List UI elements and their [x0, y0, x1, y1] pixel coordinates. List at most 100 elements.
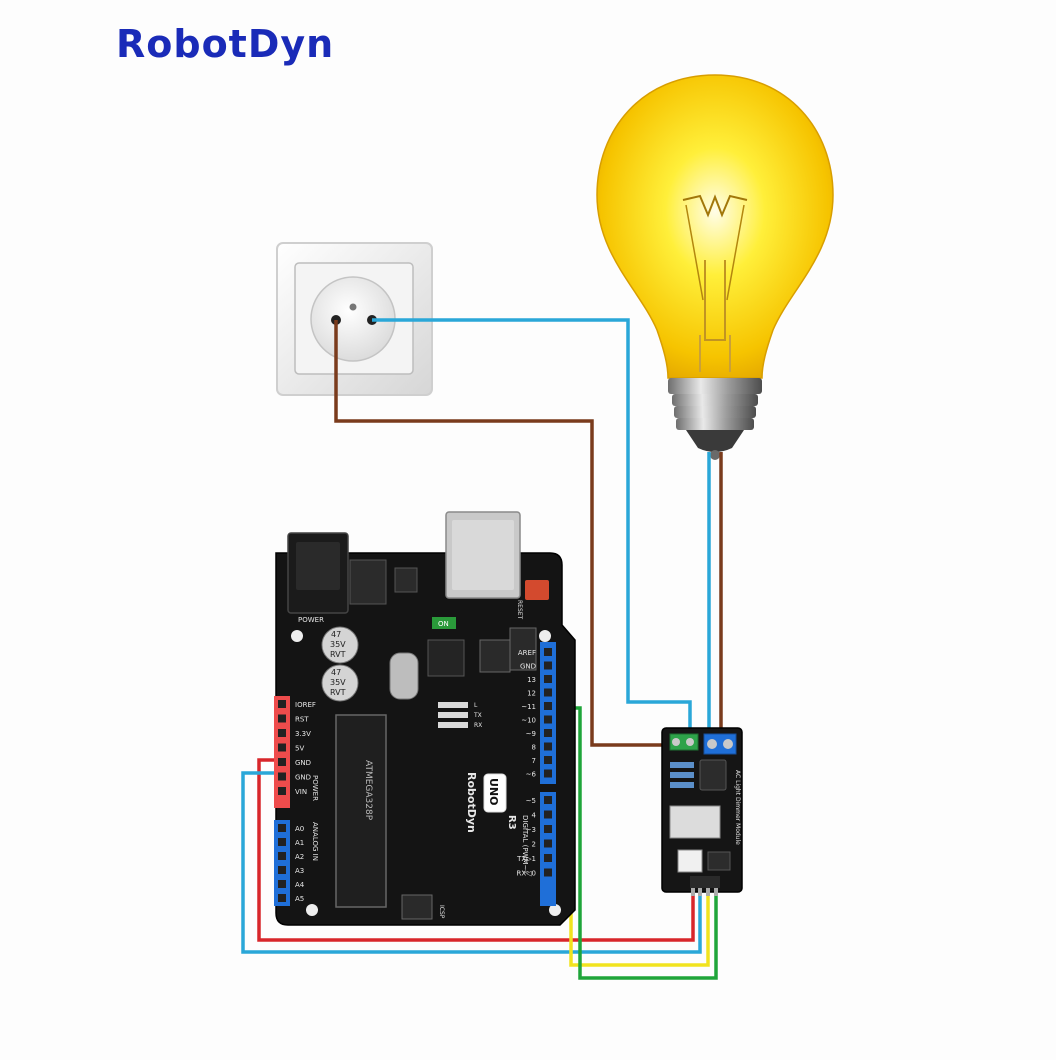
wire-neutral	[372, 318, 711, 745]
digital-pin	[544, 715, 552, 724]
digital-pin-label: 4	[532, 812, 537, 820]
digital-pin	[544, 796, 552, 804]
digital-pin-label: ~11	[521, 703, 536, 711]
power-pin	[278, 700, 286, 708]
wire-neutral-path	[372, 318, 692, 745]
icsp-header	[401, 894, 433, 920]
analog-pin-label: A2	[295, 853, 304, 861]
analog-pin	[278, 838, 286, 846]
analog-pin	[278, 866, 286, 874]
digital-pin-label: ~3	[526, 826, 536, 834]
digital-pin-label: 2	[532, 841, 536, 849]
digital-pin-label: TX▷1	[516, 855, 536, 863]
wire-gnd	[241, 771, 702, 954]
digital-pin-label: ~5	[526, 797, 536, 805]
analog-pin-label: A0	[295, 825, 304, 833]
wire-live-path	[334, 320, 680, 747]
analog-pin-label: A3	[295, 867, 304, 875]
power-pin	[278, 787, 286, 795]
uno-logo-group: UNO R3 RobotDyn	[465, 772, 517, 833]
digital-pin	[544, 688, 552, 697]
digital-pin-label: 12	[527, 690, 536, 698]
analog-pin	[278, 880, 286, 888]
digital-pin	[544, 854, 552, 862]
svg-text:ATMEGA328P: ATMEGA328P	[363, 760, 373, 821]
svg-text:ICSP: ICSP	[438, 905, 445, 919]
digital-pin-label: 7	[532, 757, 536, 765]
analog-pin	[278, 824, 286, 832]
capacitor-top: 47 35V RVT	[321, 626, 359, 664]
l-tx-rx-leds: L TX RX	[438, 702, 482, 729]
uno-board: POWER RESET 47 35V RVT 47 35V RVT ON	[274, 511, 576, 926]
analog-pin	[278, 852, 286, 860]
mount-holes	[291, 630, 561, 916]
digital-pin	[544, 868, 552, 877]
power-pin	[278, 758, 286, 766]
robotdyn-logo: RobotDyn	[116, 22, 335, 66]
power-header	[274, 696, 290, 906]
svg-text:R3: R3	[506, 815, 517, 830]
svg-text:47: 47	[331, 630, 341, 639]
power-label: POWER	[298, 616, 324, 624]
digital-pin	[544, 825, 552, 833]
reset-label: RESET	[516, 600, 523, 620]
power-pin-label: GND	[295, 759, 311, 767]
svg-text:47: 47	[331, 668, 341, 677]
digital-pin	[544, 729, 552, 737]
on-led	[432, 617, 456, 629]
power-pin	[278, 714, 286, 723]
icsp-small	[479, 639, 511, 673]
power-pin-label: IOREF	[295, 701, 316, 709]
digital-pin	[544, 839, 552, 848]
power-pin-label: GND	[295, 774, 311, 782]
digital-pin	[544, 769, 552, 778]
power-pin-label: VIN	[295, 788, 307, 796]
svg-text:UNO: UNO	[487, 778, 500, 806]
svg-text:TX: TX	[473, 712, 482, 719]
svg-text:35V: 35V	[330, 678, 346, 687]
analog-pin-label: A4	[295, 881, 305, 889]
power-pin	[278, 743, 286, 752]
svg-text:RX: RX	[474, 722, 482, 729]
svg-text:ON: ON	[438, 620, 449, 628]
terminal-green	[669, 733, 699, 751]
dimmer-title: AC Light Dimmer Module	[734, 770, 741, 845]
wire-live	[334, 320, 723, 747]
digital-pin-label: 13	[527, 676, 536, 684]
power-header-label: POWER	[311, 775, 319, 801]
digital-pin	[544, 742, 552, 751]
digital-pin	[544, 648, 552, 656]
analog-pin	[278, 894, 286, 902]
digital-pin-label: ~10	[521, 717, 536, 725]
capacitor-bottom: 47 35V RVT	[321, 664, 359, 702]
digital-pin-label: ~9	[526, 730, 536, 738]
power-pin-label: 3.3V	[295, 730, 311, 738]
digital-pin	[544, 756, 552, 764]
digital-pin-label: AREF	[518, 649, 536, 657]
wire-vcc	[257, 758, 695, 942]
svg-text:L: L	[474, 702, 478, 709]
digital-pin-label: 8	[532, 744, 536, 752]
digital-pin	[544, 810, 552, 819]
power-pin-label: 5V	[295, 745, 304, 753]
svg-text:RobotDyn: RobotDyn	[465, 772, 478, 833]
reset-button	[525, 580, 549, 600]
digital-pin	[544, 675, 552, 683]
analog-header-label: ANALOG IN	[311, 822, 319, 861]
digital-pin	[544, 661, 552, 670]
svg-text:RVT: RVT	[330, 650, 346, 659]
voltage-regulator	[349, 559, 387, 605]
crystal	[389, 652, 419, 700]
power-pin	[278, 772, 286, 781]
svg-text:35V: 35V	[330, 640, 346, 649]
usb-chip	[427, 639, 465, 677]
mcu-chip: ATMEGA328P	[335, 714, 387, 908]
heatsink	[669, 805, 721, 839]
analog-pin-label: A1	[295, 839, 304, 847]
power-pin	[278, 729, 286, 737]
